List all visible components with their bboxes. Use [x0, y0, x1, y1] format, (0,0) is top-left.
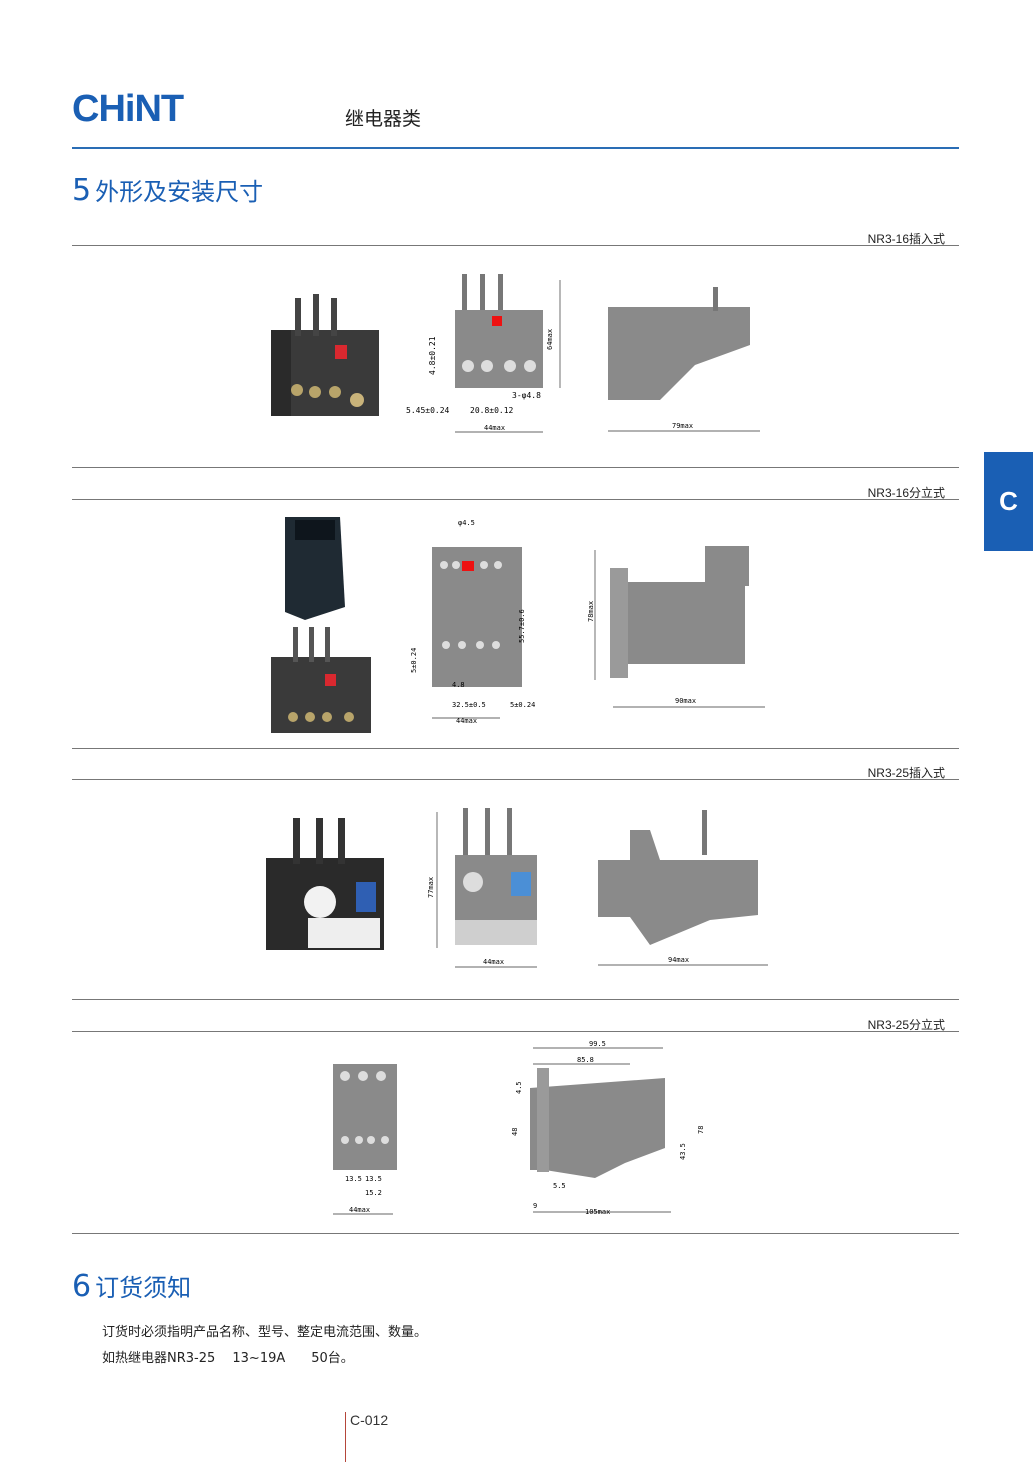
nr3-16-plugin-side-drawing: 79max: [608, 287, 760, 432]
row-1-top-rule: [72, 245, 959, 246]
row-1-bottom-rule: [72, 467, 959, 468]
section-5-title: 外形及安装尺寸: [95, 178, 264, 206]
nr3-25-plugin-front-drawing: 77max 44max: [427, 808, 537, 968]
dim-5-h: 5±0.24: [510, 701, 535, 709]
row-2-top-rule: [72, 499, 959, 500]
dim-5-v: 5±0.24: [410, 648, 418, 673]
row-3-bottom-rule: [72, 999, 959, 1000]
row-4-top-rule: [72, 1031, 959, 1032]
nr3-25-separate-front-drawing: 13.5 13.5 15.2 44max: [333, 1064, 397, 1215]
dim-90max: 90max: [675, 697, 696, 705]
dim-20-8: 20.8±0.12: [470, 406, 514, 415]
dim-9: 9: [533, 1202, 537, 1210]
order-note-line-2: 如热继电器NR3-25 13~19A 50台。: [102, 1351, 354, 1366]
dim-phi-4-5: φ4.5: [458, 519, 475, 527]
row-3-top-rule: [72, 779, 959, 780]
nr3-25-separate-side-drawing: 99.5 85.8 4.5 48 78 43.5 5.5 9 105max: [511, 1040, 705, 1216]
dim-64max: 64max: [546, 329, 554, 350]
section-6-number: 6: [72, 1269, 92, 1304]
dim-44max-r2: 44max: [456, 717, 477, 725]
dim-5-45: 5.45±0.24: [406, 406, 450, 415]
page-number-rule: [345, 1412, 346, 1462]
nr3-16-separate-photo: [271, 517, 371, 733]
row-label-nr3-25-plugin: NR3-25插入式: [867, 766, 945, 780]
category-title: 继电器类: [345, 108, 422, 130]
dim-99-5: 99.5: [589, 1040, 606, 1048]
nr3-25-plugin-side-drawing: 94max: [598, 810, 768, 966]
dim-44max: 44max: [484, 424, 505, 432]
nr3-16-plugin-photo: [271, 294, 379, 416]
dim-79max: 79max: [672, 422, 693, 430]
nr3-25-plugin-photo: [266, 818, 384, 950]
row-2-bottom-rule: [72, 748, 959, 749]
dim-78max: 78max: [587, 601, 595, 622]
section-6-title: 订货须知: [95, 1274, 192, 1302]
section-5-number: 5: [72, 173, 92, 208]
nr3-16-separate-side-drawing: 78max 90max: [587, 546, 765, 708]
chapter-tab[interactable]: C: [984, 452, 1033, 551]
dim-15-2: 15.2: [365, 1189, 382, 1197]
nr3-16-separate-front-drawing: φ4.5 55.7±0.6 5±0.24 4.8 32.5±0.5 5±0.24…: [410, 519, 535, 725]
row-4-bottom-rule: [72, 1233, 959, 1234]
header-divider: [72, 147, 959, 149]
page-number: C-012: [350, 1412, 389, 1428]
dim-4-8: 4.8±0.21: [428, 336, 437, 375]
dim-105max: 105max: [585, 1208, 610, 1216]
dim-48: 48: [511, 1128, 519, 1136]
chint-logo: CHiNT: [72, 88, 184, 130]
dim-78: 78: [697, 1126, 705, 1134]
dim-44max-r3: 44max: [483, 958, 504, 966]
order-note-line-1: 订货时必须指明产品名称、型号、整定电流范围、数量。: [102, 1325, 428, 1340]
dim-32-5: 32.5±0.5: [452, 701, 486, 709]
dim-85-8: 85.8: [577, 1056, 594, 1064]
nr3-16-plugin-front-drawing: 44max 64max 5.45±0.24 20.8±0.12 3-φ4.8 4…: [406, 274, 561, 433]
dim-3-phi-4-8: 3-φ4.8: [512, 391, 541, 400]
dim-5-5: 5.5: [553, 1182, 566, 1190]
dim-94max: 94max: [668, 956, 689, 964]
dim-hole-4-8: 4.8: [452, 681, 465, 689]
dim-44max-r4: 44max: [349, 1206, 370, 1214]
dim-55-7: 55.7±0.6: [518, 609, 526, 643]
row-label-nr3-25-separate: NR3-25分立式: [867, 1018, 945, 1032]
dim-13-5-b: 13.5: [365, 1175, 382, 1183]
dim-4-5: 4.5: [515, 1081, 523, 1094]
dim-43-5: 43.5: [679, 1143, 687, 1160]
row-label-nr3-16-separate: NR3-16分立式: [867, 486, 945, 500]
row-label-nr3-16-plugin: NR3-16插入式: [867, 232, 945, 246]
dim-77max: 77max: [427, 877, 435, 898]
dim-13-5-a: 13.5: [345, 1175, 362, 1183]
